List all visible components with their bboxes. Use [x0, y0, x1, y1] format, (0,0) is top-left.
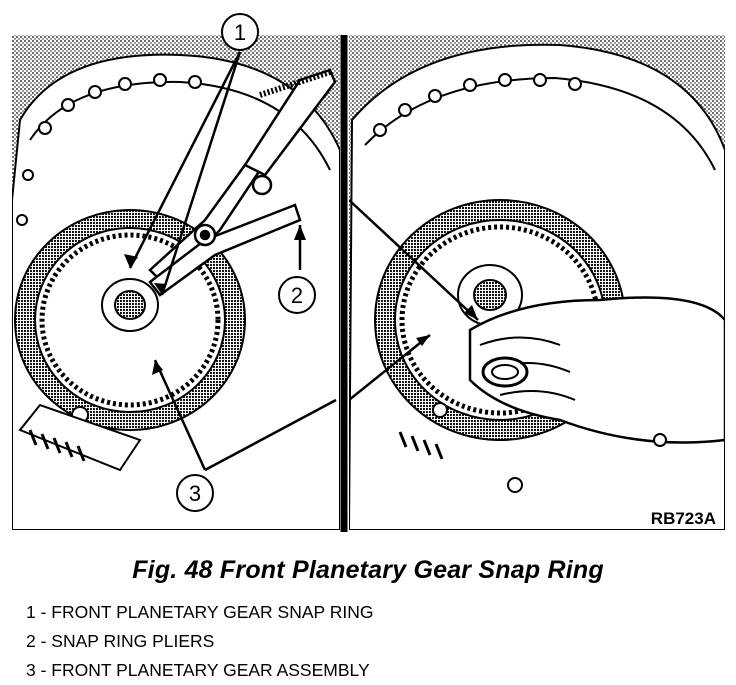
legend-separator: -	[35, 602, 52, 622]
callout-3: 3	[176, 474, 214, 512]
legend-item: 3 - FRONT PLANETARY GEAR ASSEMBLY	[26, 656, 374, 685]
figure-code: RB723A	[651, 509, 716, 528]
legend-number: 3	[26, 660, 36, 680]
legend-separator: -	[35, 660, 52, 680]
figure-caption: Fig. 48 Front Planetary Gear Snap Ring	[132, 556, 604, 584]
legend-number: 2	[26, 631, 36, 651]
callout-2: 2	[278, 276, 316, 314]
legend-text: FRONT PLANETARY GEAR ASSEMBLY	[51, 660, 370, 680]
svg-text:2: 2	[291, 283, 303, 308]
legend-number: 1	[26, 602, 36, 622]
illustration: 1 2 3 RB723A	[12, 13, 725, 532]
svg-text:1: 1	[234, 20, 246, 45]
legend-separator: -	[35, 631, 52, 651]
legend-item: 2 - SNAP RING PLIERS	[26, 627, 374, 656]
legend-text: SNAP RING PLIERS	[51, 631, 215, 651]
legend-text: FRONT PLANETARY GEAR SNAP RING	[51, 602, 374, 622]
svg-text:3: 3	[189, 481, 201, 506]
legend: 1 - FRONT PLANETARY GEAR SNAP RING 2 - S…	[26, 598, 374, 685]
callout-1: 1	[221, 13, 259, 51]
legend-item: 1 - FRONT PLANETARY GEAR SNAP RING	[26, 598, 374, 627]
right-panel-drawing	[349, 35, 725, 530]
